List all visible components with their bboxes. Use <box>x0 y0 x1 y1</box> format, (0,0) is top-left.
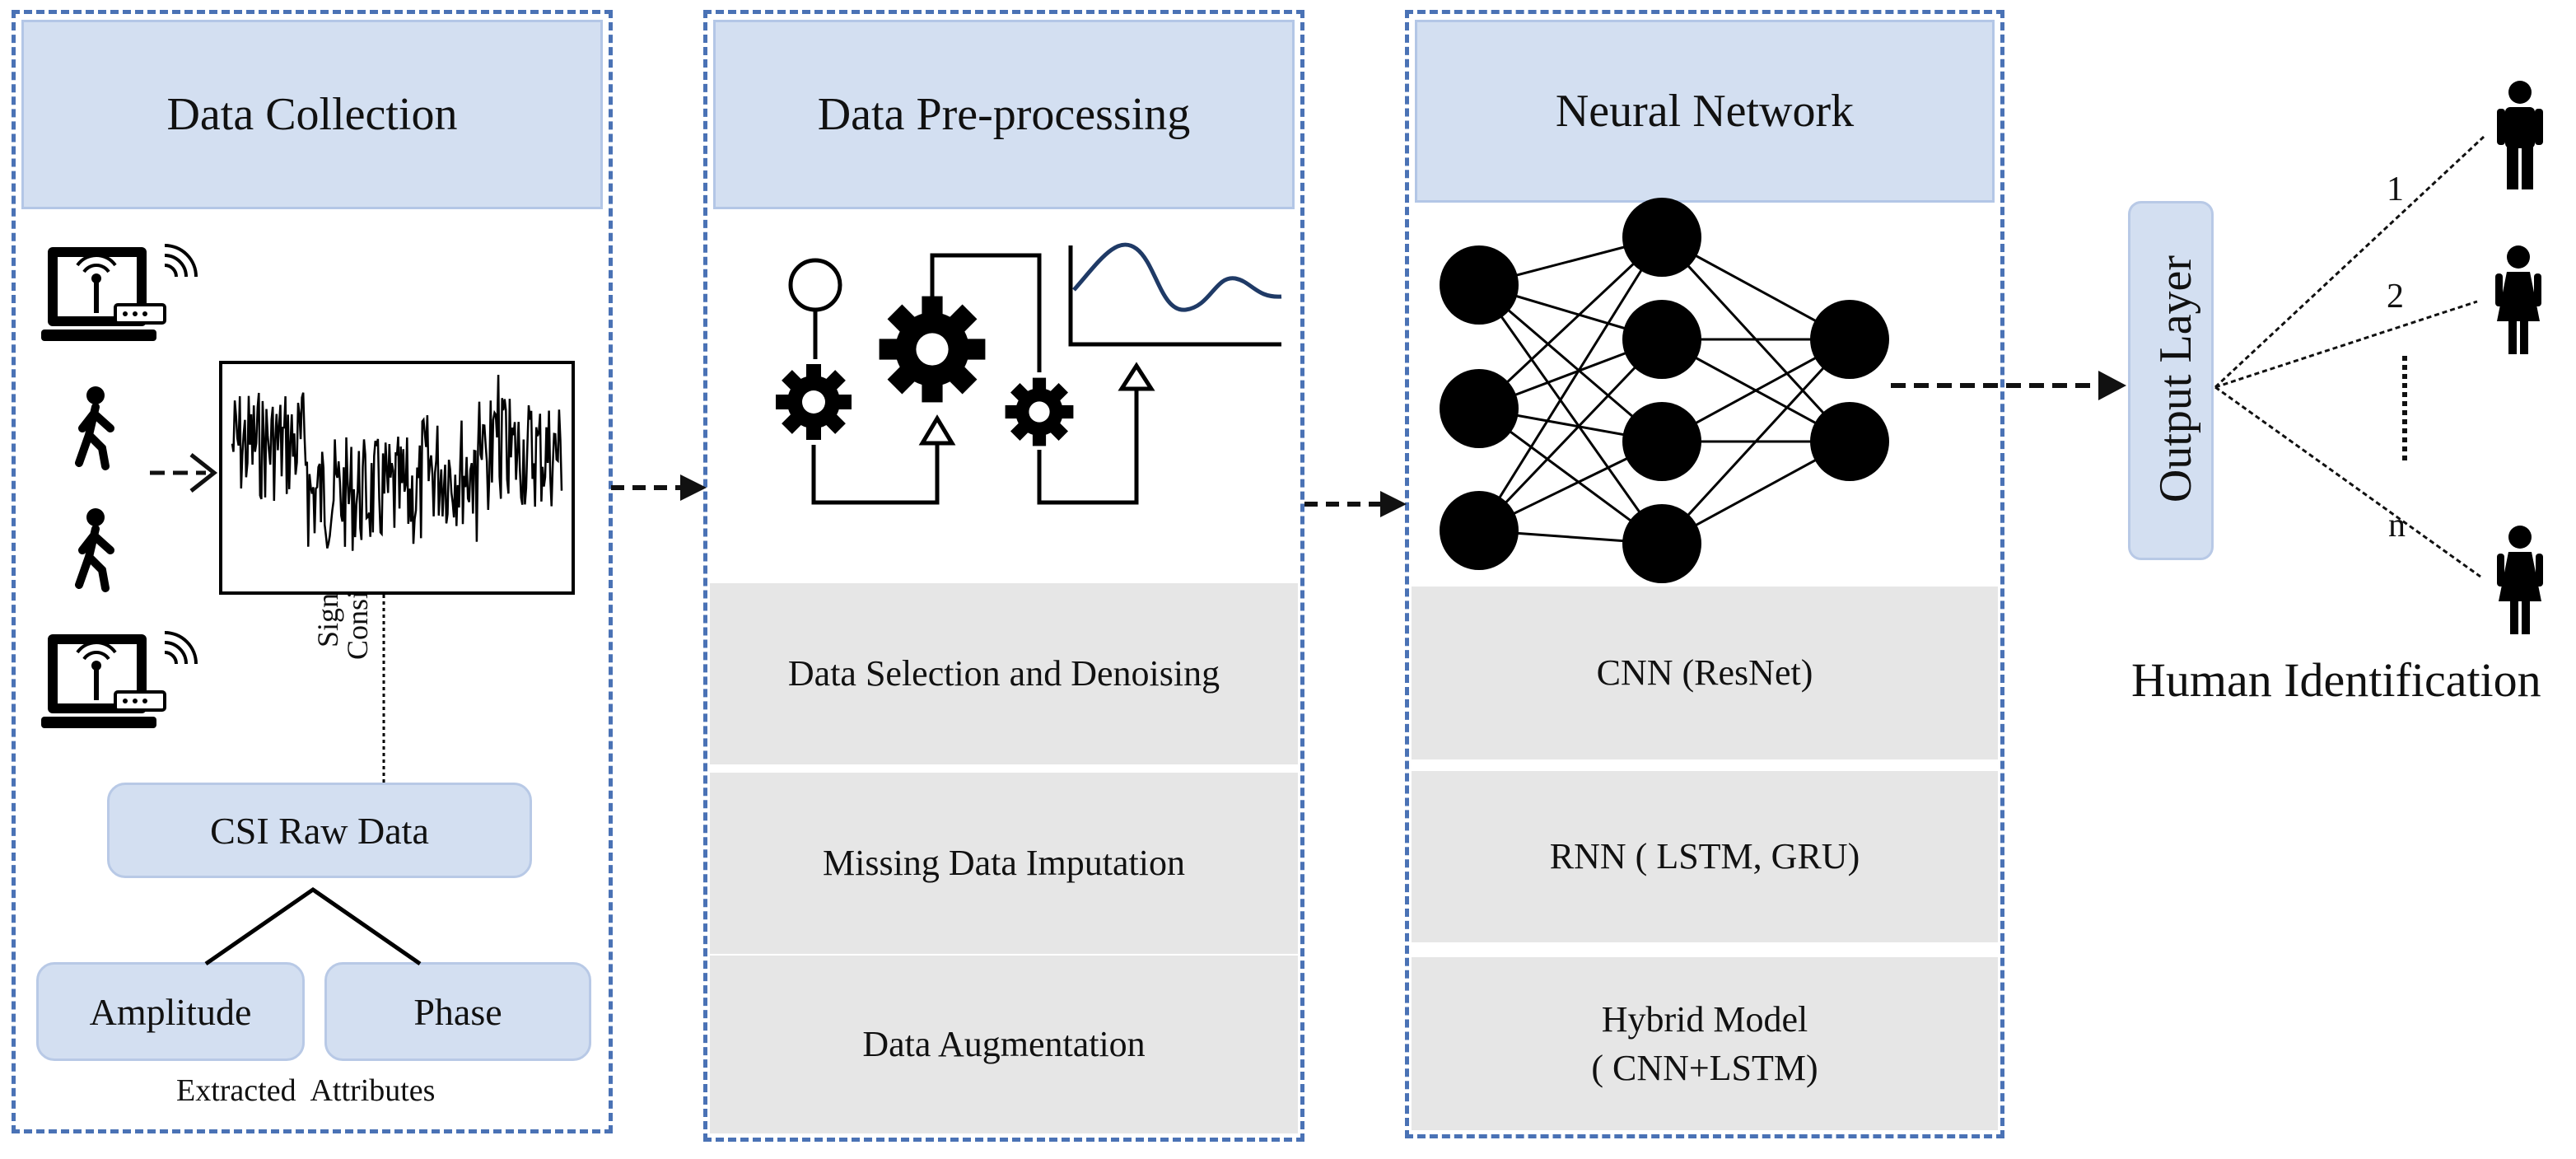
preprocessing-step-2: Missing Data Imputation <box>710 773 1298 954</box>
output-label-n: n <box>2388 507 2406 544</box>
model-hybrid: Hybrid Model ( CNN+LSTM) <box>1412 957 1998 1130</box>
output-label-1: 1 <box>2387 171 2404 208</box>
female-person-icon <box>2495 245 2541 354</box>
signal-consists-label: Signal Consists <box>311 558 374 661</box>
human-identification-caption: Human Identification <box>2131 653 2541 707</box>
extracted-attributes-label: Extracted Attributes <box>176 1073 436 1108</box>
output-layer-label: Output Layer <box>2150 255 2201 503</box>
preprocessing-step-3: Data Augmentation <box>710 956 1298 1133</box>
output-layer-box <box>2128 201 2214 560</box>
data-collection-header: Data Collection <box>21 20 603 209</box>
neural-network-header: Neural Network <box>1415 20 1995 203</box>
model-cnn: CNN (ResNet) <box>1412 587 1998 759</box>
male-person-icon <box>2497 81 2543 189</box>
csi-raw-data-box: CSI Raw Data <box>107 783 532 878</box>
phase-box: Phase <box>324 962 591 1061</box>
amplitude-box: Amplitude <box>36 962 305 1061</box>
data-preprocessing-header: Data Pre-processing <box>713 20 1295 209</box>
output-label-2: 2 <box>2387 278 2404 315</box>
preprocessing-step-1: Data Selection and Denoising <box>710 583 1298 764</box>
model-rnn: RNN ( LSTM, GRU) <box>1412 771 1998 942</box>
female-person-icon <box>2497 526 2543 634</box>
